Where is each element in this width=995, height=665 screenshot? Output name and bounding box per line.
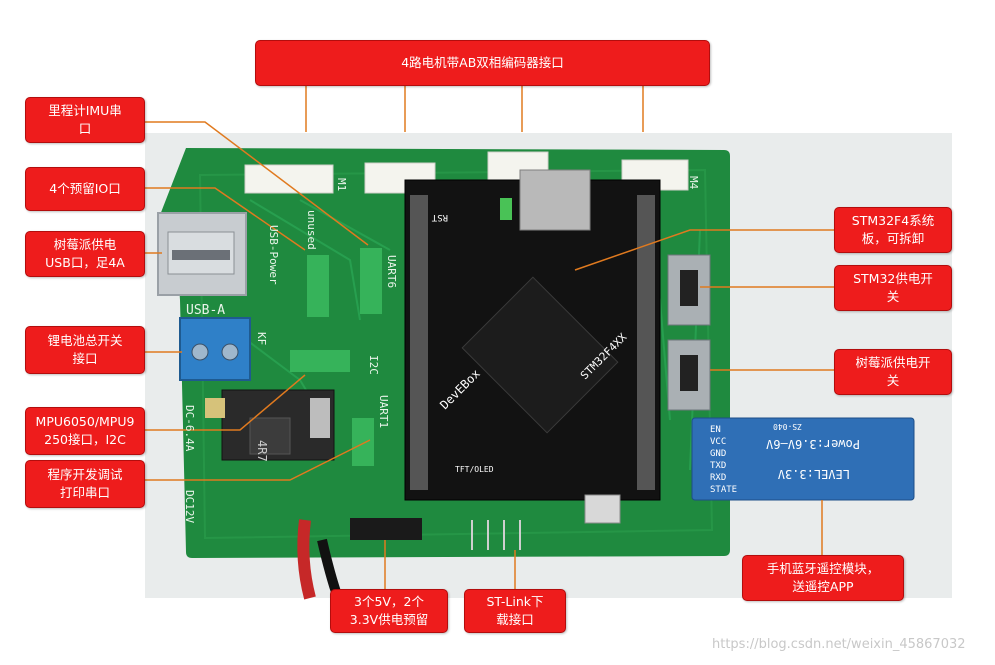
silk-inductor: 4R7 xyxy=(255,440,269,462)
callout-rpi-usb: 树莓派供电 USB口，足4A xyxy=(25,231,145,277)
callout-mpu-text: MPU6050/MPU9 250接口，I2C xyxy=(35,414,135,447)
callout-stm32-switch-text: STM32供电开 关 xyxy=(853,271,933,304)
callout-rpi-usb-text: 树莓派供电 USB口，足4A xyxy=(45,237,125,270)
callout-bluetooth-text: 手机蓝牙遥控模块， 送遥控APP xyxy=(766,561,880,594)
leader-lines xyxy=(145,86,834,590)
callout-imu-uart: 里程计IMU串 口 xyxy=(25,97,145,143)
silk-unused: unused xyxy=(305,210,318,250)
bt-power-line: Power:3.6V—6V xyxy=(766,437,860,451)
silk-uart1: UART1 xyxy=(377,395,390,428)
watermark: https://blog.csdn.net/weixin_45867032 xyxy=(712,637,966,652)
callout-encoder-interface: 4路电机带AB双相编码器接口 xyxy=(255,40,710,86)
callout-mpu-i2c: MPU6050/MPU9 250接口，I2C xyxy=(25,407,145,455)
callout-stm32-board: STM32F4系统 板，可拆卸 xyxy=(834,207,952,253)
callout-power-reserve: 3个5V，2个 3.3V供电预留 xyxy=(330,589,448,633)
callout-encoder-text: 4路电机带AB双相编码器接口 xyxy=(401,55,564,70)
silk-usb-a: USB-A xyxy=(186,303,225,318)
silk-dc: DC-6.4A xyxy=(183,405,196,452)
callout-reserved-io: 4个预留IO口 xyxy=(25,167,145,211)
silk-uart6: UART6 xyxy=(385,255,398,288)
silk-i2c: I2C xyxy=(367,355,380,375)
stm32-mcu-chip xyxy=(461,276,619,434)
callout-battery-switch: 锂电池总开关 接口 xyxy=(25,326,145,374)
callout-rpi-switch-text: 树莓派供电开 关 xyxy=(855,355,931,388)
callout-debug-uart-text: 程序开发调试 打印串口 xyxy=(47,467,123,500)
bt-pin-5: STATE xyxy=(710,485,737,495)
callout-debug-uart: 程序开发调试 打印串口 xyxy=(25,460,145,508)
bt-pin-2: GND xyxy=(710,449,726,459)
silk-m4: M4 xyxy=(687,176,700,190)
bt-pin-1: VCC xyxy=(710,437,726,447)
motor-connector-m3 xyxy=(487,151,549,183)
bt-id: ZS-040 xyxy=(773,422,802,431)
callout-power-reserve-text: 3个5V，2个 3.3V供电预留 xyxy=(349,594,429,627)
silk-m1: M1 xyxy=(335,178,348,191)
battery-terminal-block xyxy=(179,317,251,381)
silk-tft: TFT/OLED xyxy=(455,465,494,474)
callout-stlink: ST-Link下 载接口 xyxy=(464,589,566,633)
silk-kf: KF xyxy=(255,332,268,345)
stm32-core-board xyxy=(404,179,661,501)
callout-stm32-board-text: STM32F4系统 板，可拆卸 xyxy=(851,213,935,246)
silk-usb-power: USB-Power xyxy=(267,225,280,285)
bt-level-line: LEVEL:3.3V xyxy=(778,467,850,481)
bt-pin-0: EN xyxy=(710,425,721,435)
power-wire xyxy=(297,519,316,600)
callout-imu-text: 里程计IMU串 口 xyxy=(48,103,122,136)
callout-battery-switch-text: 锂电池总开关 接口 xyxy=(47,333,123,366)
callout-rpi-switch: 树莓派供电开 关 xyxy=(834,349,952,395)
silk-dc12: DC12V xyxy=(183,490,196,523)
bt-pin-4: RXD xyxy=(710,473,726,483)
callout-stm32-switch: STM32供电开 关 xyxy=(834,265,952,311)
bluetooth-module xyxy=(691,417,915,501)
callout-stlink-text: ST-Link下 载接口 xyxy=(486,594,544,627)
callout-reserved-io-text: 4个预留IO口 xyxy=(49,181,121,196)
callout-bluetooth: 手机蓝牙遥控模块， 送遥控APP xyxy=(742,555,904,601)
motor-connector-m1 xyxy=(244,164,334,194)
bt-pin-3: TXD xyxy=(710,461,726,471)
silk-rst: RST xyxy=(431,212,448,222)
